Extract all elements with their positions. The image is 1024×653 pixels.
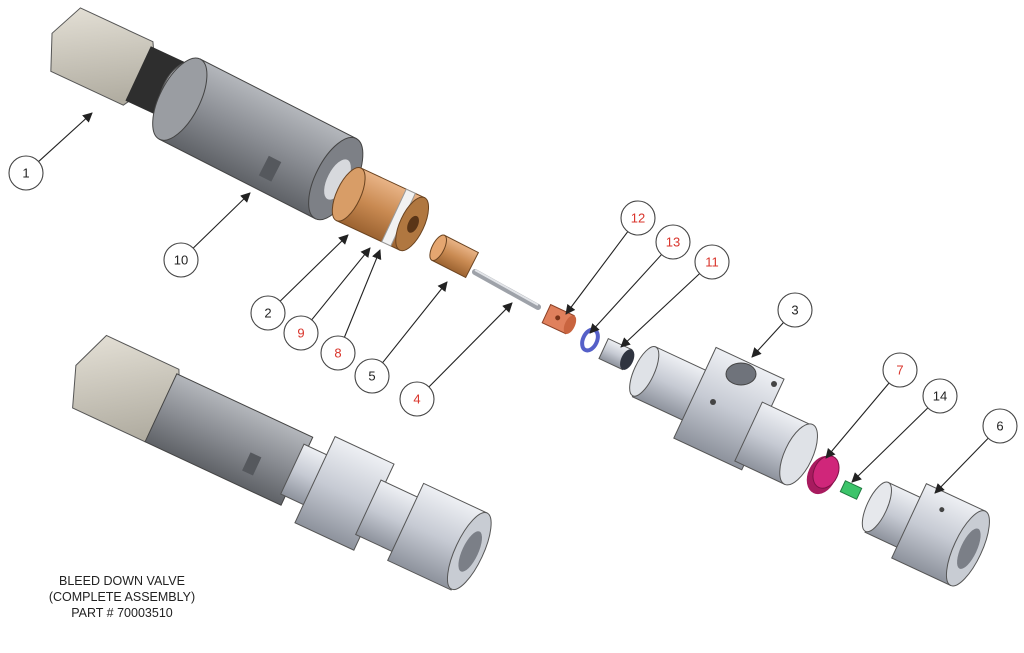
callout-number-1: 1 xyxy=(22,166,29,181)
callout-number-10: 10 xyxy=(174,253,188,268)
callout-number-7: 7 xyxy=(896,363,903,378)
callout-balloon-7 xyxy=(882,352,918,388)
callout-balloon-14 xyxy=(922,378,958,414)
callout-layer: 1 10 2 9 8 5 4 12 13 11 3 7 14 6 xyxy=(8,112,1018,494)
callout-balloon-6 xyxy=(982,408,1018,444)
callout-1: 1 xyxy=(8,112,93,191)
caption-subtitle: (COMPLETE ASSEMBLY) xyxy=(48,590,196,604)
callout-14: 14 xyxy=(851,378,958,483)
callout-number-12: 12 xyxy=(631,211,645,226)
assembly-caption: BLEED DOWN VALVE (COMPLETE ASSEMBLY) PAR… xyxy=(22,573,222,621)
callout-number-9: 9 xyxy=(297,326,304,341)
callout-13: 13 xyxy=(589,224,691,334)
callout-8: 8 xyxy=(320,249,382,371)
callout-5: 5 xyxy=(354,281,448,394)
callout-balloon-12 xyxy=(620,200,656,236)
callout-10: 10 xyxy=(163,192,251,278)
callout-12: 12 xyxy=(565,200,656,315)
callout-leader-13 xyxy=(589,254,662,334)
part-13-blue-ring xyxy=(580,327,600,353)
callout-leader-14 xyxy=(851,407,929,483)
caption-title: BLEED DOWN VALVE xyxy=(59,574,185,588)
callout-2: 2 xyxy=(250,234,349,331)
callout-3: 3 xyxy=(751,292,813,358)
callout-number-14: 14 xyxy=(933,389,947,404)
callout-balloon-2 xyxy=(250,295,286,331)
callout-leader-1 xyxy=(38,112,93,162)
part-14-green-insert xyxy=(839,480,863,500)
callout-balloon-4 xyxy=(399,381,435,417)
callout-leader-5 xyxy=(382,281,448,364)
part-10-main-body xyxy=(152,57,364,221)
callout-balloon-1 xyxy=(8,155,44,191)
part-3-tee-body xyxy=(629,346,818,486)
callout-9: 9 xyxy=(283,247,371,351)
callout-balloon-9 xyxy=(283,315,319,351)
callout-number-8: 8 xyxy=(334,346,341,361)
callout-number-3: 3 xyxy=(791,303,798,318)
callout-leader-10 xyxy=(192,192,251,249)
callout-11: 11 xyxy=(620,244,730,348)
callout-number-5: 5 xyxy=(368,369,375,384)
callout-4: 4 xyxy=(399,302,513,417)
callout-balloon-10 xyxy=(163,242,199,278)
callout-balloon-13 xyxy=(655,224,691,260)
callout-leader-8 xyxy=(343,249,382,338)
part-11-steel-fitting xyxy=(598,337,635,371)
callout-leader-4 xyxy=(428,302,513,388)
part-6-end-nut xyxy=(861,481,990,587)
callout-number-13: 13 xyxy=(666,235,680,250)
callout-leader-6 xyxy=(934,437,989,494)
callout-balloon-5 xyxy=(354,358,390,394)
callout-leader-2 xyxy=(279,234,349,302)
complete-assembly-render xyxy=(72,334,492,591)
callout-6: 6 xyxy=(934,408,1018,494)
part-12-copper-spacer xyxy=(541,303,577,335)
callout-number-11: 11 xyxy=(705,255,719,270)
callout-leader-12 xyxy=(565,231,629,315)
part-7-magenta-disk xyxy=(806,455,840,495)
callout-balloon-11 xyxy=(694,244,730,280)
caption-part-number: PART # 70003510 xyxy=(71,606,173,620)
callout-balloon-8 xyxy=(320,335,356,371)
callout-7: 7 xyxy=(825,352,918,459)
part-5-poppet xyxy=(429,234,480,279)
callout-leader-9 xyxy=(311,247,371,321)
callout-leader-7 xyxy=(825,382,890,459)
part-2-bronze-seat xyxy=(331,167,430,252)
callout-number-6: 6 xyxy=(996,419,1003,434)
callout-leader-11 xyxy=(620,273,700,348)
callout-leader-3 xyxy=(751,322,784,358)
part-4-needle xyxy=(472,269,541,310)
callout-balloon-3 xyxy=(777,292,813,328)
callout-number-4: 4 xyxy=(413,392,420,407)
callout-number-2: 2 xyxy=(264,306,271,321)
